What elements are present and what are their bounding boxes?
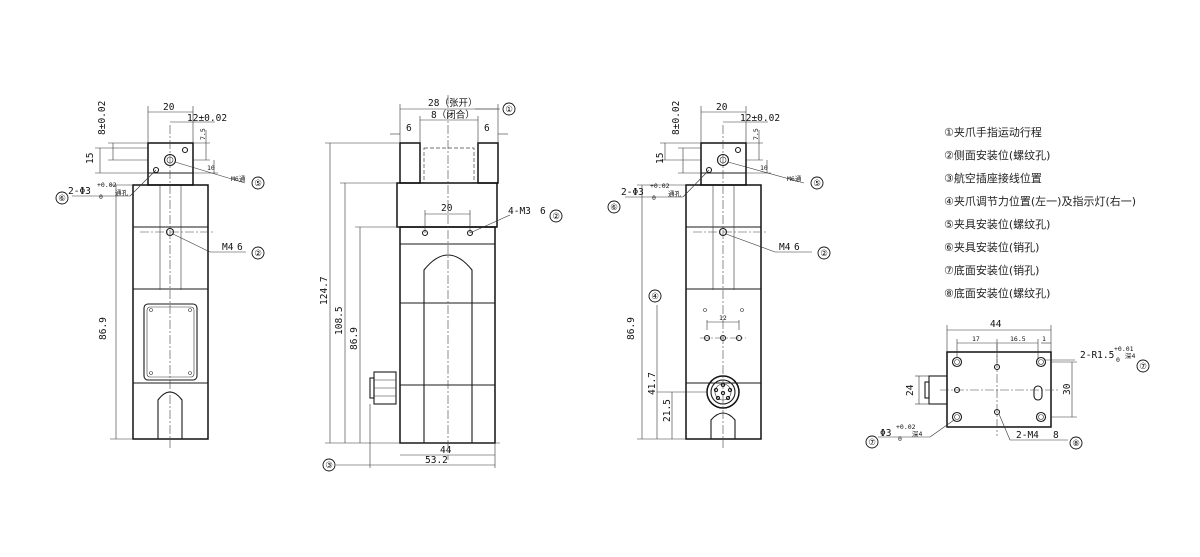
dim-15: 15 [85, 153, 96, 164]
legend-item-8: ⑧底面安装位(螺纹孔) [944, 286, 1050, 300]
label-phi-deep: 深4 [912, 429, 923, 438]
dim-21-5: 21.5 [662, 399, 673, 422]
label-pin-phi-right: 2-Φ3 [621, 187, 644, 198]
bubble-2: ② [254, 249, 262, 259]
bubble-3: ③ [325, 461, 333, 471]
dim-15-right: 15 [655, 153, 666, 164]
dim-108-5: 108.5 [334, 306, 345, 335]
bubble-5-right: ⑤ [813, 179, 821, 189]
bubble-1: ① [505, 105, 513, 115]
dim-124-7: 124.7 [319, 276, 330, 305]
bubble-6: ⑥ [58, 194, 66, 204]
dim-16-5: 16.5 [1010, 335, 1026, 343]
label-m4-right: M4 [779, 242, 791, 253]
dim-10: 10 [207, 164, 215, 172]
view-side-right: 20 12±0.02 8±0.02 15 7.5 10 M6通 2-Φ3 +0.… [607, 101, 831, 448]
dim-width-20-right: 20 [716, 102, 728, 113]
dim-8-closed: 8（闭合） [431, 109, 475, 121]
legend-item-7: ⑦底面安装位(销孔) [944, 263, 1039, 277]
label-tol-low: 0 [99, 193, 103, 201]
label-r-tol-up: +0.01 [1114, 345, 1134, 353]
dim-20-center: 20 [441, 203, 453, 214]
view-bottom: 44 17 16.5 1 30 24 2-R1.5 +0.01 0 深4 Φ3 … [865, 319, 1150, 450]
dim-30: 30 [1062, 383, 1073, 395]
dim-24: 24 [905, 384, 916, 396]
bubble-6-right: ⑥ [610, 203, 618, 213]
dim-6-right: 6 [484, 123, 490, 134]
view-side-left: 20 12±0.02 8±0.02 15 7.5 10 M6通 2-Φ3 +0.… [55, 101, 265, 448]
bubble-7: ⑦ [1139, 362, 1147, 372]
dim-7-5-right: 7.5 [752, 128, 760, 140]
label-thru: 通孔 [115, 188, 129, 197]
bubble-2-right: ② [820, 249, 828, 259]
bubble-8: ⑧ [1072, 439, 1080, 449]
dim-86-9-center: 86.9 [349, 327, 360, 350]
label-depth8: 8 [1053, 430, 1059, 441]
dim-12-tol-right: 12±0.02 [740, 113, 780, 124]
legend: ①夹爪手指运动行程 ②侧面安装位(螺纹孔) ③航空插座接线位置 ④夹爪调节力位置… [944, 125, 1136, 300]
dim-10-right: 10 [760, 164, 768, 172]
dim-6-left: 6 [406, 123, 412, 134]
label-tol-up: +0.02 [97, 181, 117, 189]
label-pin-phi: 2-Φ3 [68, 186, 91, 197]
bubble-7-left: ⑦ [868, 438, 876, 448]
label-m4-bottom: 2-M4 [1016, 430, 1039, 441]
dim-86-9: 86.9 [98, 317, 109, 340]
dim-12-tol: 12±0.02 [187, 113, 227, 124]
dim-53-2: 53.2 [425, 455, 448, 466]
label-phi-tol-up: +0.02 [896, 423, 916, 431]
label-m4: M4 [222, 242, 234, 253]
dim-41-7: 41.7 [647, 372, 658, 395]
dim-44-center: 44 [440, 445, 452, 456]
label-m6-right: M6通 [787, 174, 802, 183]
dim-7-5: 7.5 [199, 128, 207, 140]
dim-8-tol: 8±0.02 [97, 101, 108, 135]
label-tol-low-right: 0 [652, 194, 656, 202]
legend-item-4: ④夹爪调节力位置(左一)及指示灯(右一) [944, 194, 1136, 208]
dim-17: 17 [972, 335, 980, 343]
dim-8-tol-right: 8±0.02 [671, 101, 682, 135]
label-tol-up-right: +0.02 [650, 182, 670, 190]
bubble-2-center: ② [552, 212, 560, 222]
label-depth6: 6 [237, 242, 243, 253]
legend-item-6: ⑥夹具安装位(销孔) [944, 240, 1039, 254]
dim-width-20: 20 [163, 102, 175, 113]
legend-item-2: ②侧面安装位(螺纹孔) [944, 148, 1050, 162]
dim-44-bottom: 44 [990, 319, 1002, 330]
label-r-deep: 深4 [1125, 351, 1136, 360]
bubble-4: ④ [651, 292, 659, 302]
label-thru-right: 通孔 [668, 189, 682, 198]
label-m6: M6通 [231, 174, 246, 183]
label-depth6-right: 6 [794, 242, 800, 253]
label-phi-tol-low: 0 [898, 435, 902, 443]
dim-1: 1 [1042, 335, 1046, 343]
dim-12-holes: 12 [719, 314, 727, 322]
legend-item-5: ⑤夹具安装位(螺纹孔) [944, 217, 1050, 231]
legend-item-3: ③航空插座接线位置 [944, 171, 1042, 185]
label-r1-5: 2-R1.5 [1080, 350, 1114, 361]
label-phi3: Φ3 [880, 428, 891, 439]
label-m3-depth: 6 [540, 206, 546, 217]
label-m3: 4-M3 [508, 206, 531, 217]
label-r-tol-low: 0 [1116, 356, 1120, 364]
bubble-5: ⑤ [254, 179, 262, 189]
dim-86-9-right: 86.9 [626, 317, 637, 340]
dim-28-open: 28（张开） [428, 97, 477, 109]
view-front-center: 28（张开） 8（闭合） 6 6 20 4-M3 6 124.7 108.5 8… [319, 95, 563, 472]
legend-item-1: ①夹爪手指运动行程 [944, 125, 1042, 139]
